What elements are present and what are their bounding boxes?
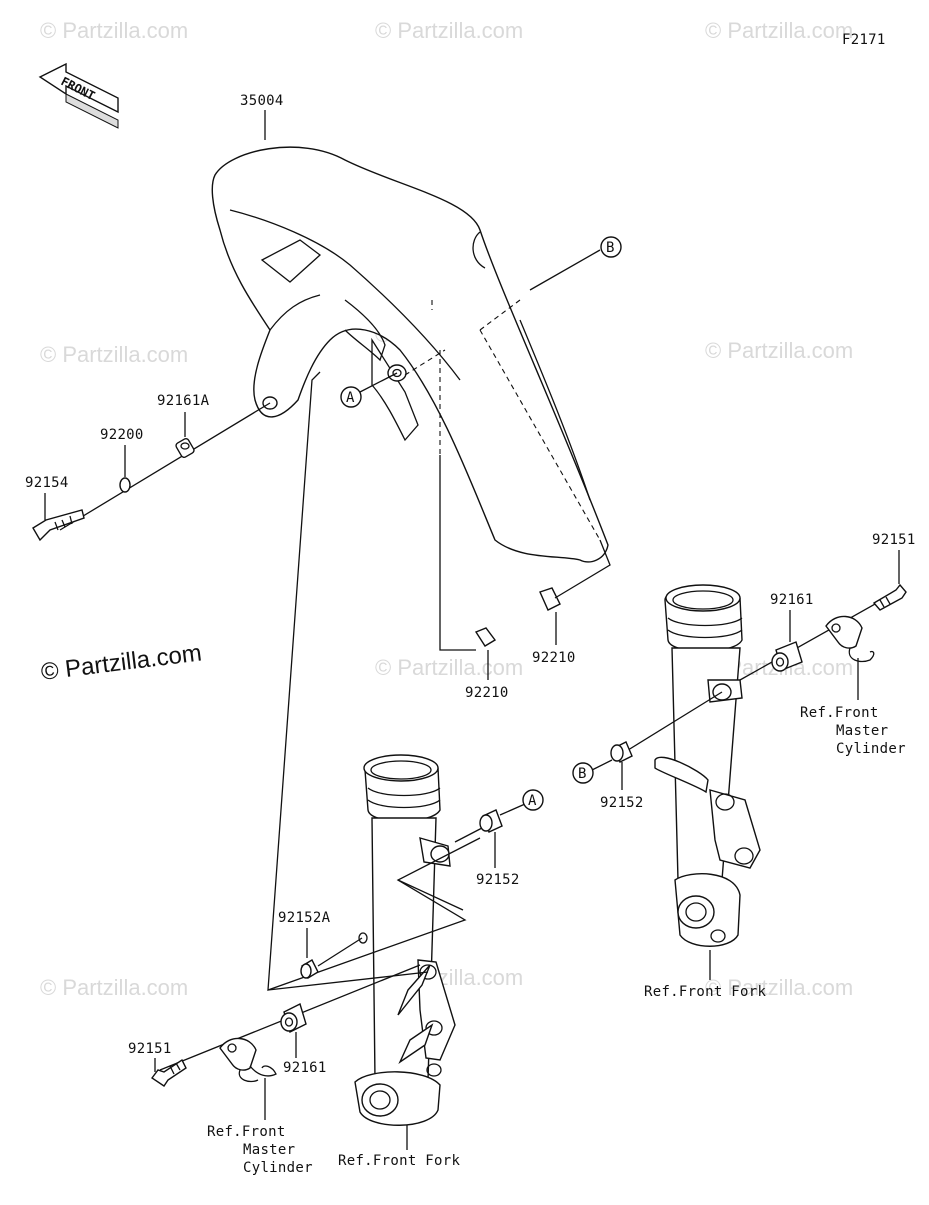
watermark: © Partzilla.com xyxy=(705,338,853,363)
ref-label-right-mc-2: Master xyxy=(836,723,888,739)
part-number-spacer-left: 92161 xyxy=(283,1060,327,1076)
part-number-bolt: 92154 xyxy=(25,475,69,491)
ref-label-left-mc-2: Master xyxy=(243,1142,295,1158)
callout-b-label: B xyxy=(606,240,615,256)
left-fork xyxy=(354,754,456,1126)
ref-label-left-mc-1: Ref.Front xyxy=(207,1124,286,1140)
ref-label-right-mc-1: Ref.Front xyxy=(800,705,879,721)
clamp-right xyxy=(825,615,875,663)
copyright-notice: © Partzilla.com xyxy=(39,639,203,686)
bolt-92151-left xyxy=(150,1058,187,1087)
ref-label-right-fork: Ref.Front Fork xyxy=(644,984,766,1000)
diagram-code: F2171 xyxy=(842,32,886,48)
bolt-92154 xyxy=(32,509,85,542)
part-number-collar-left: 92152A xyxy=(278,910,331,926)
ref-label-left-fork: Ref.Front Fork xyxy=(338,1153,460,1169)
part-number-nut-2: 92210 xyxy=(532,650,576,666)
washer-92200 xyxy=(119,477,131,493)
clamp-left xyxy=(219,1037,277,1083)
callout-b-collar-label: B xyxy=(578,766,587,782)
spacer-92161-left xyxy=(280,1003,307,1033)
watermark: © Partzilla.com xyxy=(40,18,188,43)
callout-b-collar xyxy=(572,762,594,784)
callout-a-collar-label: A xyxy=(528,793,537,809)
front-arrow-icon: FRONT xyxy=(38,62,119,129)
ref-label-left-mc-3: Cylinder xyxy=(243,1160,313,1176)
watermark: © Partzilla.com xyxy=(40,975,188,1000)
part-number-washer: 92200 xyxy=(100,427,144,443)
callout-a-label: A xyxy=(346,390,355,406)
part-number-nut-1: 92210 xyxy=(465,685,509,701)
part-number-collar-b: 92152 xyxy=(600,795,644,811)
part-number-collar-a: 92152 xyxy=(476,872,520,888)
bolt-92151-right xyxy=(872,583,907,611)
part-number-bolt-right: 92151 xyxy=(872,532,916,548)
part-number-spacer: 92161A xyxy=(157,393,210,409)
watermark: © Partzilla.com xyxy=(705,18,853,43)
part-number-spacer-right: 92161 xyxy=(770,592,814,608)
ref-label-right-mc-3: Cylinder xyxy=(836,741,906,757)
nut-92210-a xyxy=(474,627,497,647)
nut-92210-b xyxy=(539,587,561,611)
front-fender xyxy=(211,146,609,563)
watermark: © Partzilla.com xyxy=(705,975,853,1000)
callout-a xyxy=(340,386,362,408)
right-fork xyxy=(654,584,761,947)
spacer-92161-right xyxy=(771,641,803,672)
watermark: © Partzilla.com xyxy=(40,342,188,367)
spacer-92161a xyxy=(175,437,195,459)
callout-b xyxy=(600,236,622,258)
collar-92152-b xyxy=(610,741,633,763)
watermark: © Partzilla.com xyxy=(375,655,523,680)
collar-92152a xyxy=(300,959,319,979)
watermark: © Partzilla.com xyxy=(375,18,523,43)
collar-92152-a xyxy=(479,809,503,833)
part-number-fender: 35004 xyxy=(240,93,284,109)
callout-a-collar xyxy=(522,789,544,811)
part-number-bolt-left: 92151 xyxy=(128,1041,172,1057)
